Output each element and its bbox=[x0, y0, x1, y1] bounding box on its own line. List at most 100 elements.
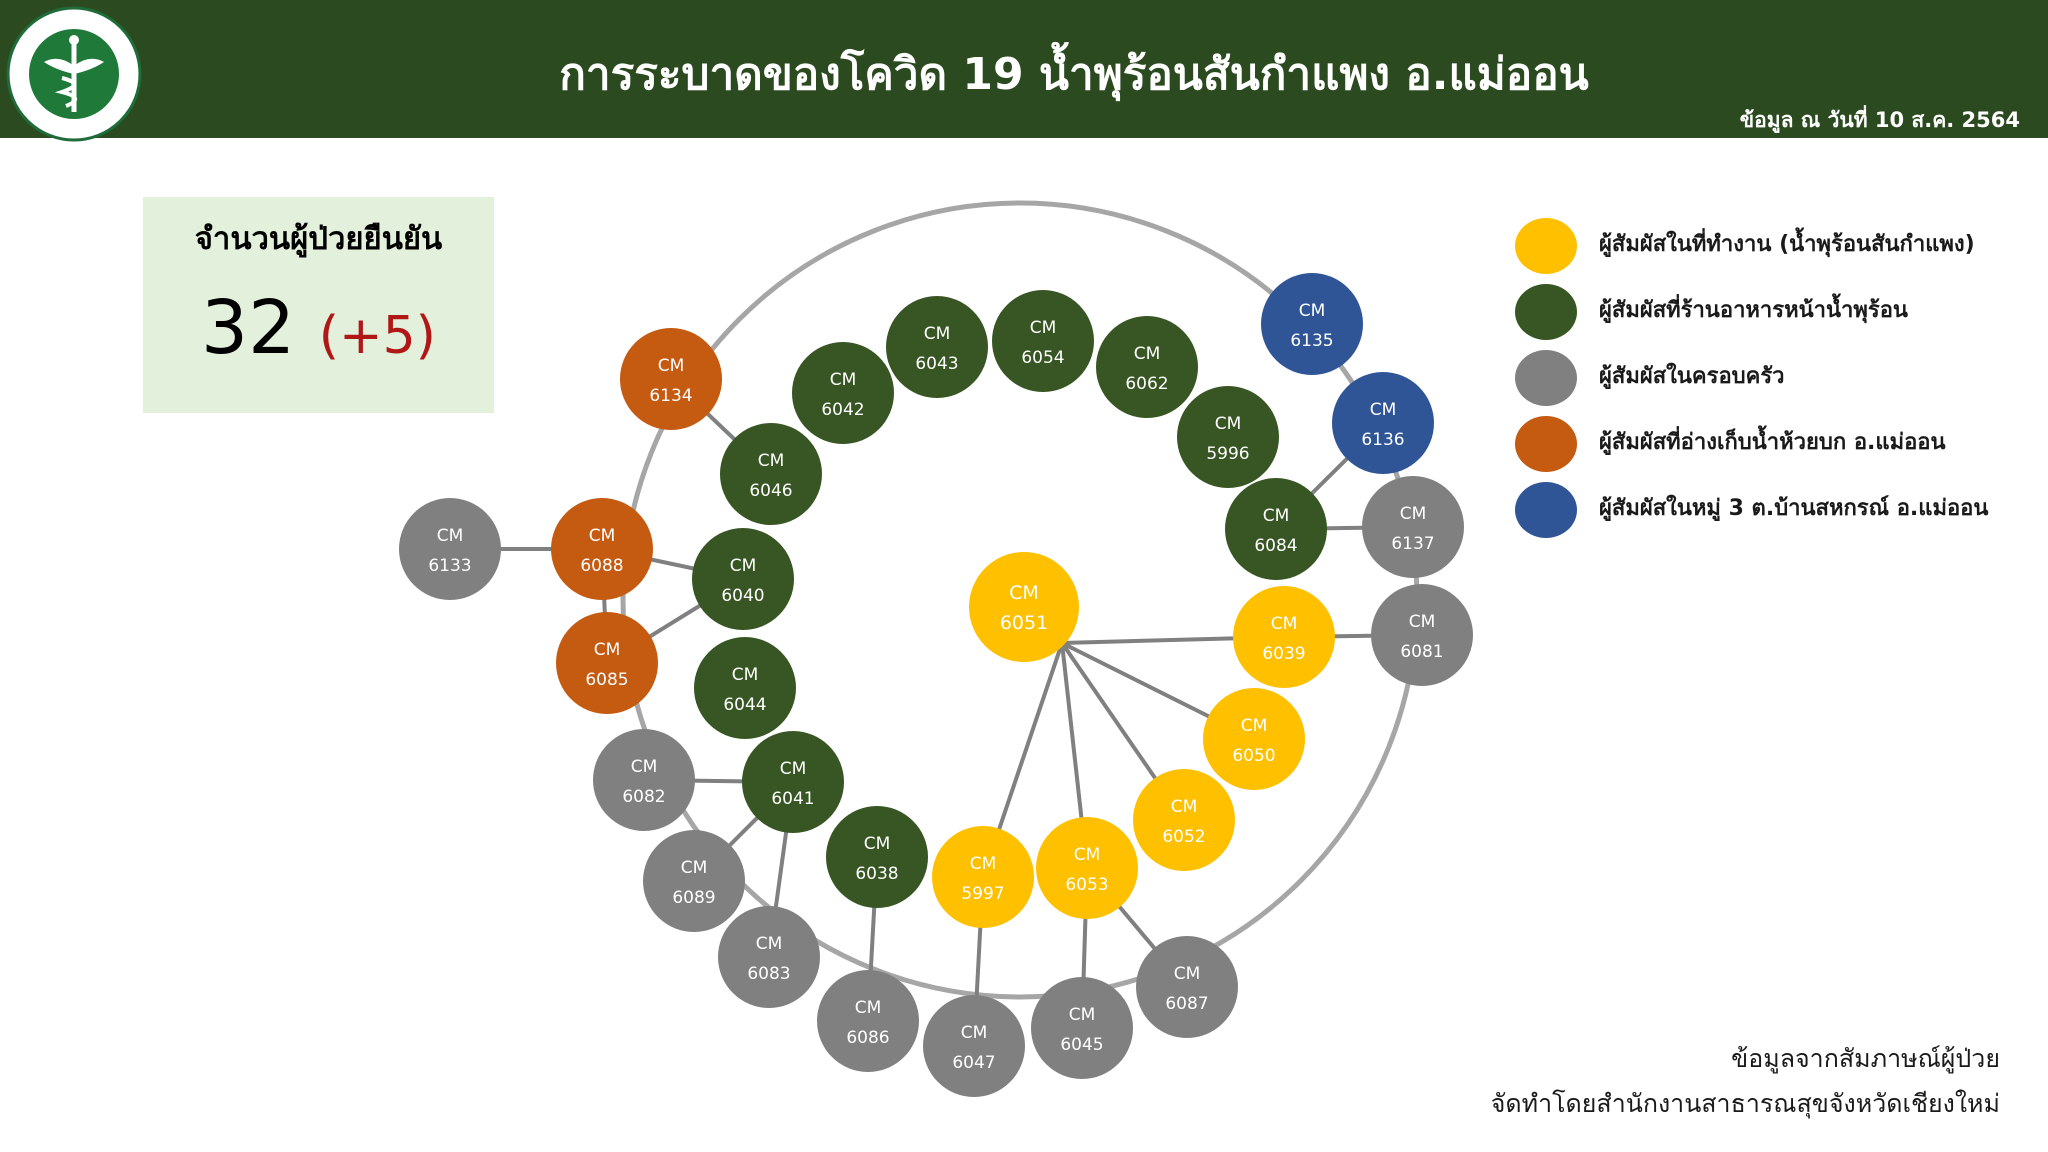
legend-swatch bbox=[1515, 416, 1577, 472]
case-node-prefix: CM bbox=[658, 356, 685, 376]
case-node-code: 5997 bbox=[961, 884, 1004, 904]
case-node-prefix: CM bbox=[1271, 614, 1298, 634]
case-node-code: 6042 bbox=[821, 400, 864, 420]
case-node-code: 6039 bbox=[1262, 644, 1305, 664]
case-node-circle bbox=[1177, 386, 1279, 488]
case-node-circle bbox=[1096, 316, 1198, 418]
case-node-prefix: CM bbox=[924, 324, 951, 344]
case-node-6051: CM 6051 bbox=[969, 552, 1079, 662]
case-node-circle bbox=[718, 906, 820, 1008]
page-title: การระบาดของโควิด 19 น้ำพุร้อนสันกำแพง อ.… bbox=[559, 49, 1589, 100]
case-node-prefix: CM bbox=[961, 1023, 988, 1043]
case-node-6062: CM 6062 bbox=[1096, 316, 1198, 418]
case-node-circle bbox=[1371, 584, 1473, 686]
case-node-circle bbox=[1233, 586, 1335, 688]
case-node-circle bbox=[1225, 478, 1327, 580]
confirmed-cases-box: จำนวนผู้ป่วยยืนยัน 32 (+5) bbox=[143, 197, 494, 413]
case-node-code: 6038 bbox=[855, 864, 898, 884]
case-node-circle bbox=[1036, 817, 1138, 919]
case-node-code: 6089 bbox=[672, 888, 715, 908]
case-node-circle bbox=[556, 612, 658, 714]
case-node-prefix: CM bbox=[1215, 414, 1242, 434]
case-node-code: 6083 bbox=[747, 964, 790, 984]
case-node-prefix: CM bbox=[1134, 344, 1161, 364]
case-node-6085: CM 6085 bbox=[556, 612, 658, 714]
case-node-code: 6046 bbox=[749, 481, 792, 501]
case-node-6134: CM 6134 bbox=[620, 328, 722, 430]
case-node-circle bbox=[1133, 769, 1235, 871]
case-node-code: 6052 bbox=[1162, 827, 1205, 847]
case-node-prefix: CM bbox=[1009, 582, 1039, 604]
case-node-circle bbox=[1031, 977, 1133, 1079]
case-node-code: 6135 bbox=[1290, 331, 1333, 351]
legend-label: ผู้สัมผัสในครอบครัว bbox=[1599, 364, 1785, 389]
case-node-prefix: CM bbox=[864, 834, 891, 854]
case-node-circle bbox=[886, 296, 988, 398]
case-node-code: 6041 bbox=[771, 789, 814, 809]
case-node-circle bbox=[551, 498, 653, 600]
ministry-logo bbox=[4, 4, 144, 144]
case-node-prefix: CM bbox=[437, 526, 464, 546]
case-node-6042: CM 6042 bbox=[792, 342, 894, 444]
case-node-circle bbox=[720, 423, 822, 525]
case-node-prefix: CM bbox=[855, 998, 882, 1018]
case-node-prefix: CM bbox=[970, 854, 997, 874]
case-node-circle bbox=[692, 528, 794, 630]
case-node-5997: CM 5997 bbox=[932, 826, 1034, 928]
confirmed-cases-title: จำนวนผู้ป่วยยืนยัน bbox=[194, 221, 443, 257]
case-node-circle bbox=[932, 826, 1034, 928]
case-node-code: 6045 bbox=[1060, 1035, 1103, 1055]
case-node-prefix: CM bbox=[589, 526, 616, 546]
case-node-circle bbox=[593, 729, 695, 831]
legend-label: ผู้สัมผัสที่อ่างเก็บน้ำห้วยบก อ.แม่ออน bbox=[1599, 430, 1946, 455]
case-node-code: 6084 bbox=[1254, 536, 1297, 556]
legend-label: ผู้สัมผัสในที่ทำงาน (น้ำพุร้อนสันกำแพง) bbox=[1599, 232, 1975, 257]
case-node-code: 6043 bbox=[915, 354, 958, 374]
confirmed-cases-delta: (+5) bbox=[318, 306, 436, 366]
footer-credit: จัดทำโดยสำนักงานสาธารณสุขจังหวัดเชียงใหม… bbox=[1490, 1089, 2000, 1118]
case-node-code: 6051 bbox=[1000, 612, 1048, 634]
case-node-code: 6085 bbox=[585, 670, 628, 690]
case-node-6039: CM 6039 bbox=[1233, 586, 1335, 688]
as-of-date: ข้อมูล ณ วันที่ 10 ส.ค. 2564 bbox=[1739, 108, 2020, 132]
case-node-circle bbox=[1362, 476, 1464, 578]
case-node-code: 6136 bbox=[1361, 430, 1404, 450]
case-node-code: 5996 bbox=[1206, 444, 1249, 464]
case-node-prefix: CM bbox=[1171, 797, 1198, 817]
case-node-6086: CM 6086 bbox=[817, 970, 919, 1072]
legend-label: ผู้สัมผัสในหมู่ 3 ต.บ้านสหกรณ์ อ.แม่ออน bbox=[1599, 496, 1989, 521]
case-node-prefix: CM bbox=[1069, 1005, 1096, 1025]
case-node-circle bbox=[1136, 936, 1238, 1038]
case-node-prefix: CM bbox=[1400, 504, 1427, 524]
case-node-prefix: CM bbox=[594, 640, 621, 660]
case-node-prefix: CM bbox=[732, 665, 759, 685]
legend-swatch bbox=[1515, 482, 1577, 538]
case-node-code: 6062 bbox=[1125, 374, 1168, 394]
legend-swatch bbox=[1515, 218, 1577, 274]
legend-label: ผู้สัมผัสที่ร้านอาหารหน้าน้ำพุร้อน bbox=[1599, 298, 1908, 323]
case-node-code: 6086 bbox=[846, 1028, 889, 1048]
case-node-prefix: CM bbox=[780, 759, 807, 779]
case-node-prefix: CM bbox=[631, 757, 658, 777]
case-node-circle bbox=[826, 806, 928, 908]
case-node-prefix: CM bbox=[758, 451, 785, 471]
case-node-code: 6050 bbox=[1232, 746, 1275, 766]
case-node-code: 6134 bbox=[649, 386, 692, 406]
case-node-6046: CM 6046 bbox=[720, 423, 822, 525]
case-node-circle bbox=[399, 498, 501, 600]
case-node-code: 6087 bbox=[1165, 994, 1208, 1014]
case-node-prefix: CM bbox=[830, 370, 857, 390]
